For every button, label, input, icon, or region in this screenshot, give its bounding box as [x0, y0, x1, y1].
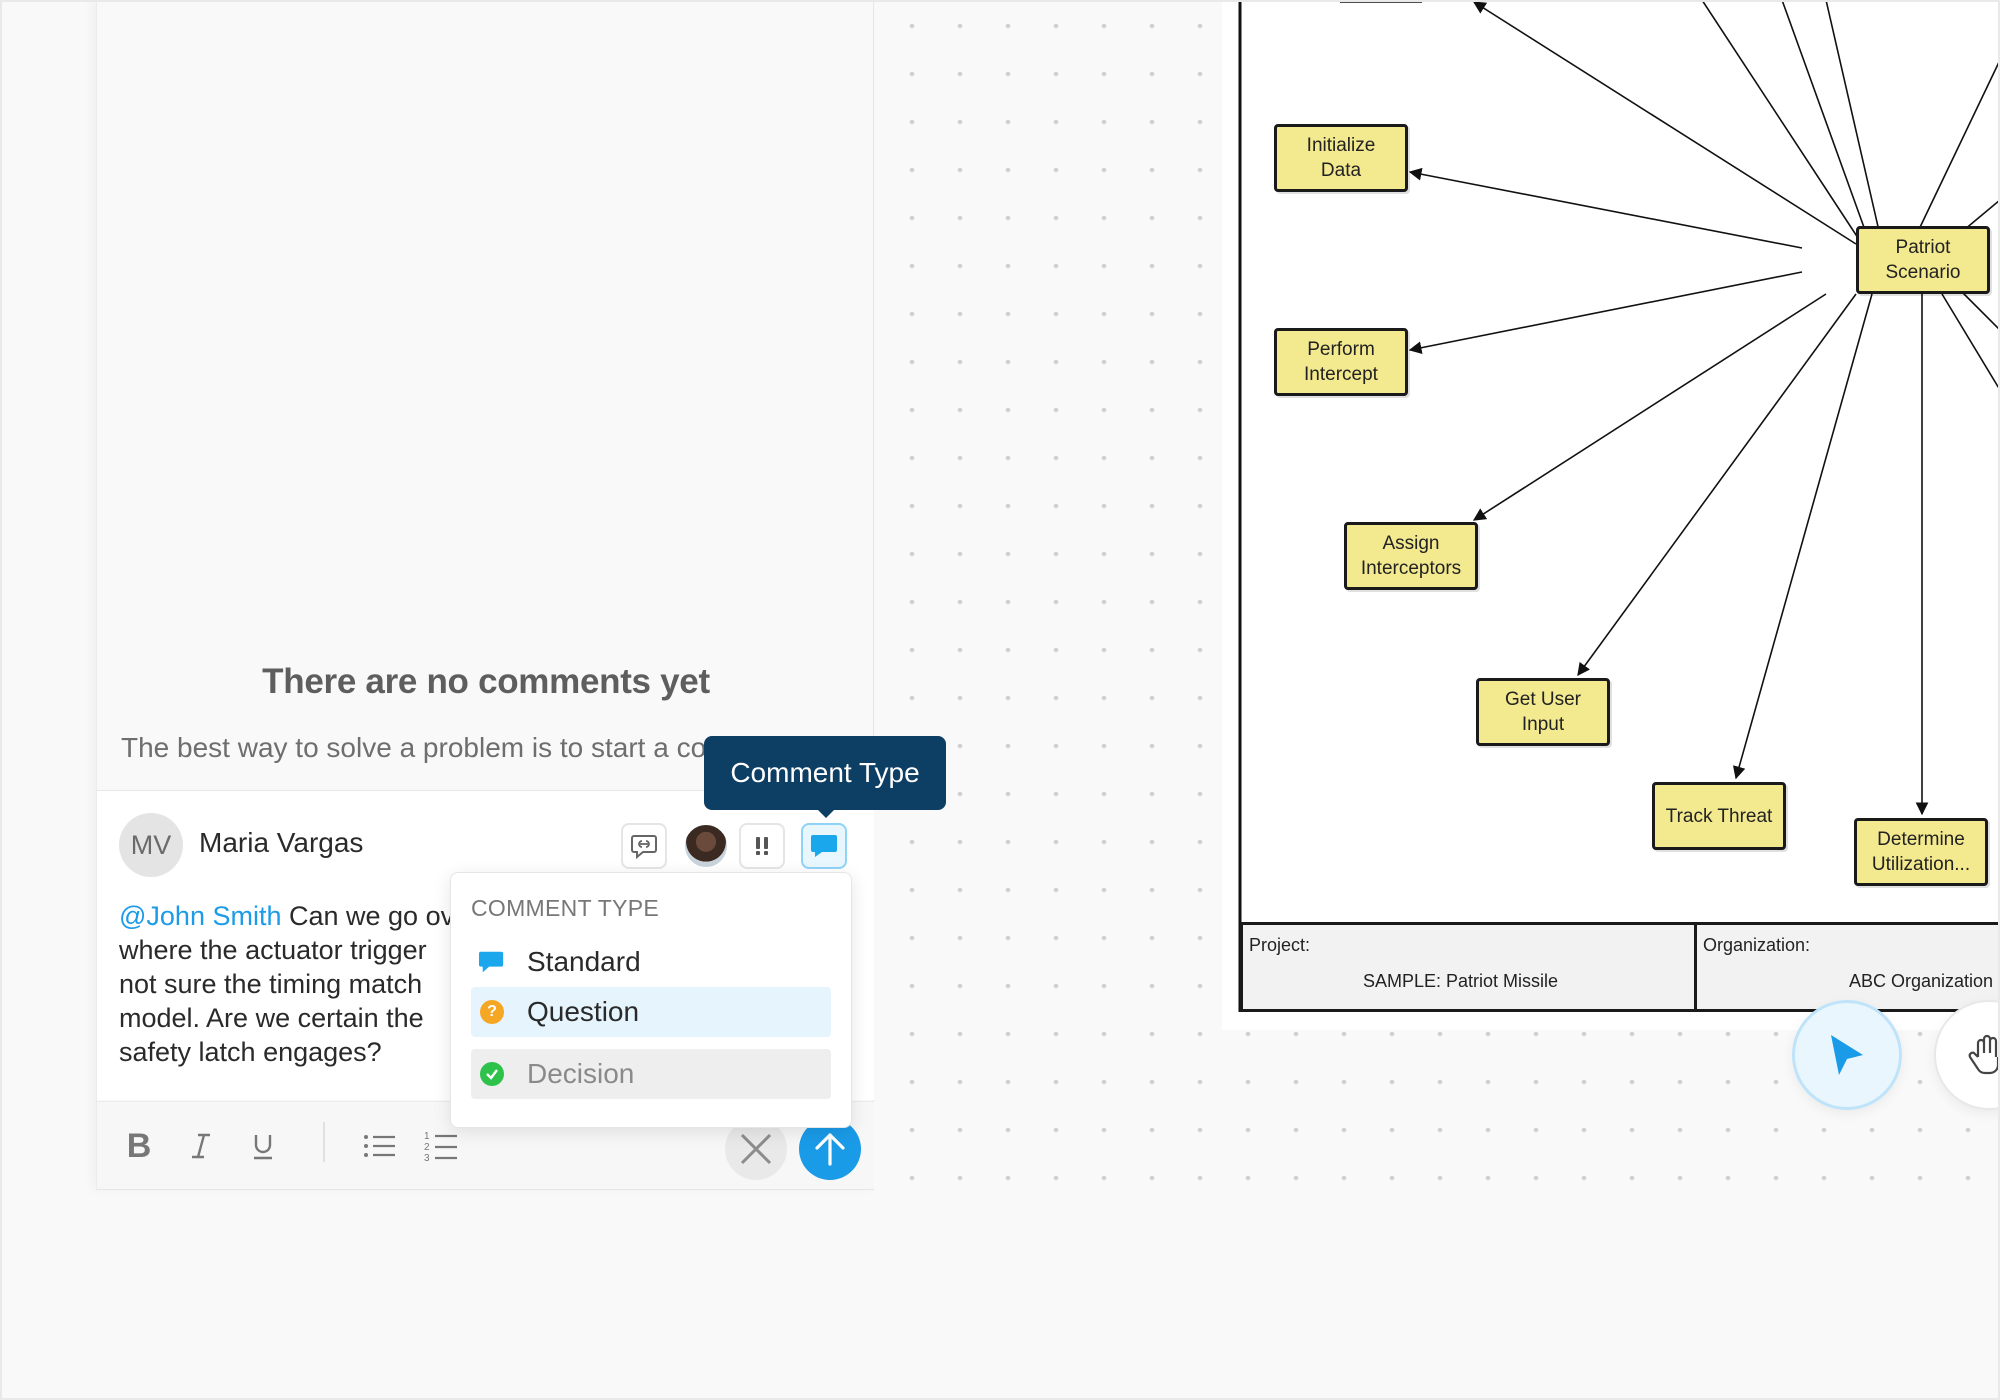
underline-icon[interactable]	[241, 1124, 285, 1168]
close-icon	[740, 1133, 772, 1165]
priority-icon	[756, 837, 768, 855]
question-icon: ?	[479, 999, 505, 1025]
menu-item-decision[interactable]: Decision	[471, 1049, 831, 1099]
check-circle-icon	[479, 1061, 505, 1087]
priority-button[interactable]	[739, 823, 785, 869]
comment-type-icon	[811, 835, 837, 857]
empty-state-title: There are no comments yet	[262, 662, 710, 701]
avatar: MV	[119, 813, 183, 877]
organization-label: Organization:	[1703, 935, 1811, 955]
bold-icon[interactable]: B	[126, 1126, 152, 1165]
cancel-button[interactable]	[725, 1118, 787, 1180]
arrow-up-icon	[815, 1133, 845, 1166]
project-value: SAMPLE: Patriot Missile	[1363, 971, 1559, 991]
tooltip-arrow	[814, 806, 838, 818]
italic-icon[interactable]	[179, 1124, 223, 1168]
menu-item-question[interactable]: ? Question	[471, 987, 831, 1037]
project-cell: Project: SAMPLE: Patriot Missile	[1243, 925, 1697, 1009]
organization-value: ABC Organization	[1849, 971, 1994, 991]
comment-line: safety latch engages?	[119, 1037, 382, 1067]
diagram-title-block: Project: SAMPLE: Patriot Missile Organiz…	[1240, 922, 2000, 1012]
comment-line: model. Are we certain the	[119, 1003, 424, 1033]
toolbar-divider	[323, 1122, 325, 1162]
pan-hand-icon	[1968, 1034, 2000, 1075]
menu-item-standard[interactable]: Standard	[471, 937, 831, 987]
menu-item-label: Decision	[527, 1058, 635, 1089]
mention-user-avatar[interactable]	[683, 823, 729, 869]
node-track-threat[interactable]: Track Threat	[1652, 782, 1786, 850]
svg-text:3: 3	[424, 1153, 430, 1163]
diagram-connectors	[1238, 0, 2000, 1012]
comment-type-tooltip: Comment Type	[704, 736, 946, 810]
select-tool-button[interactable]	[1792, 1000, 1902, 1110]
send-button[interactable]	[799, 1118, 861, 1180]
bullet-list-icon[interactable]	[357, 1124, 401, 1168]
menu-item-label: Standard	[527, 946, 641, 977]
select-pointer-icon	[1831, 1035, 1863, 1075]
menu-header: COMMENT TYPE	[471, 895, 660, 921]
mention-tag[interactable]: @John Smith	[119, 901, 282, 931]
menu-item-label: Question	[527, 996, 640, 1027]
project-label: Project:	[1249, 935, 1311, 955]
svg-text:2: 2	[424, 1142, 430, 1153]
comment-line: where the actuator trigger	[119, 935, 427, 965]
comment-input[interactable]: @John Smith Can we go ov where the actua…	[119, 899, 719, 1069]
svg-text:1: 1	[424, 1131, 430, 1142]
comment-type-button[interactable]	[801, 823, 847, 869]
organization-cell: Organization: ABC Organization	[1697, 925, 2000, 1009]
link-comment-button[interactable]	[621, 823, 667, 869]
comment-type-menu: COMMENT TYPE Standard ? Question Decisio…	[450, 872, 852, 1128]
comment-line: not sure the timing match	[119, 969, 423, 999]
link-comment-icon	[631, 835, 657, 860]
comment-line: Can we go ov	[281, 901, 455, 931]
empty-state-subtitle: The best way to solve a problem is to st…	[121, 732, 707, 763]
author-name: Maria Vargas	[199, 827, 364, 858]
speech-bubble-icon	[479, 949, 505, 975]
